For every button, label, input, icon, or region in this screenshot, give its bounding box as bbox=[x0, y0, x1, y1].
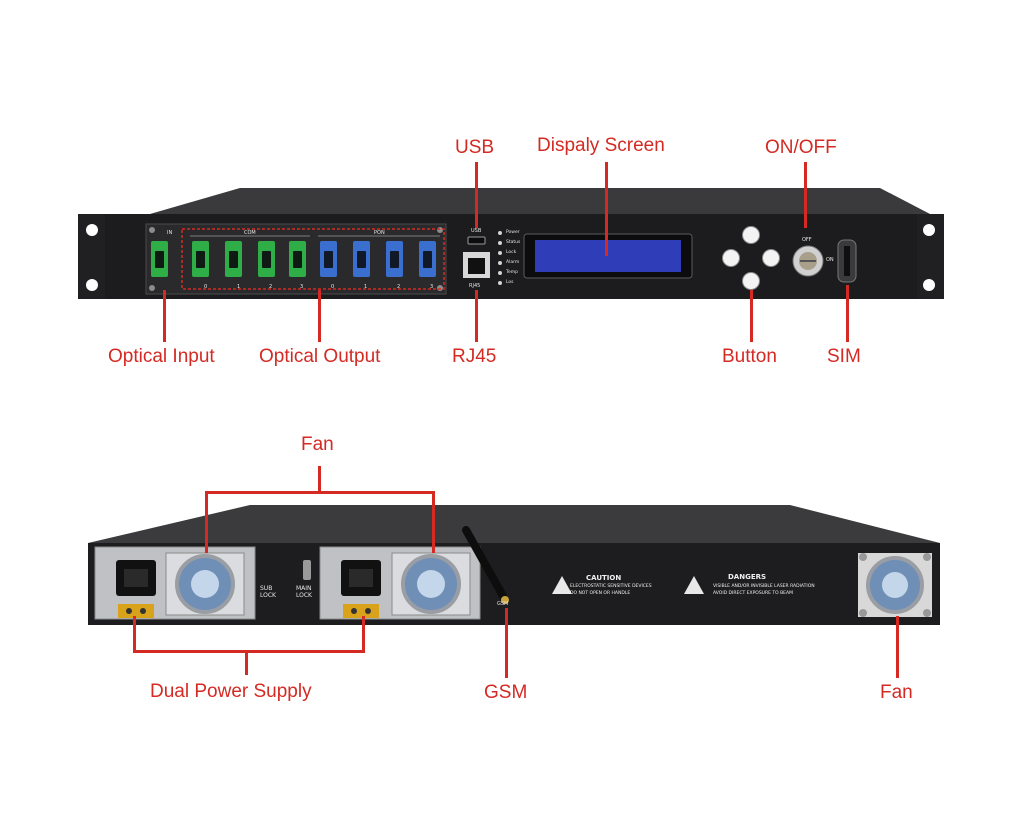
danger-title: DANGERS bbox=[728, 573, 767, 581]
rj45-panel-label: RJ45 bbox=[469, 283, 481, 289]
caution-text-2: DO NOT OPEN OR HANDLE bbox=[570, 591, 631, 596]
sim-callout-line bbox=[846, 285, 849, 342]
off-label: OFF bbox=[802, 237, 812, 243]
led-alarm: Alarm bbox=[498, 260, 519, 265]
psu-bracket-left bbox=[133, 616, 136, 653]
optical-output-callout-line bbox=[318, 290, 321, 342]
usb-callout: USB bbox=[455, 137, 495, 158]
display-screen-callout: Dispaly Screen bbox=[537, 135, 665, 156]
pon-port-label-1: 1 bbox=[364, 284, 368, 290]
right-button[interactable] bbox=[762, 249, 780, 267]
gsm-panel-label: GSM bbox=[497, 601, 509, 607]
com-port-label-2: 2 bbox=[269, 284, 273, 290]
com-port-label-1: 1 bbox=[237, 284, 241, 290]
onoff-callout-line bbox=[804, 162, 807, 228]
pon-label: PON bbox=[374, 230, 385, 236]
led-power: Power bbox=[498, 230, 520, 235]
pon-port-0 bbox=[320, 241, 337, 277]
caution-title: CAUTION bbox=[586, 574, 622, 582]
psu-bracket-right bbox=[362, 616, 365, 653]
fan-bracket-left bbox=[205, 491, 208, 553]
pon-port-label-3: 3 bbox=[430, 284, 434, 290]
com-port-2 bbox=[258, 241, 275, 277]
dual-power-supply-callout: Dual Power Supply bbox=[150, 681, 312, 702]
com-label: COM bbox=[244, 230, 256, 236]
gsm-callout-line bbox=[505, 608, 508, 678]
gsm-callout: GSM bbox=[484, 682, 528, 703]
pon-port-label-0: 0 bbox=[331, 284, 335, 290]
psu-bracket-bar bbox=[133, 650, 365, 653]
led-status: Status bbox=[498, 240, 520, 245]
on-label: ON bbox=[826, 257, 834, 263]
in-label: IN bbox=[167, 230, 173, 236]
led-temp: Temp bbox=[498, 270, 518, 275]
pon-port-1 bbox=[353, 241, 370, 277]
com-port-3 bbox=[289, 241, 306, 277]
button-callout: Button bbox=[722, 346, 777, 367]
usb-callout-line bbox=[475, 162, 478, 228]
button-callout-line bbox=[750, 290, 753, 342]
pon-port-label-2: 2 bbox=[397, 284, 401, 290]
com-port-label-3: 3 bbox=[300, 284, 304, 290]
fan-bracket-right bbox=[432, 491, 435, 553]
danger-text-2: AVOID DIRECT EXPOSURE TO BEAM bbox=[713, 591, 793, 596]
led-lock: Lock bbox=[498, 250, 516, 255]
pon-port-3 bbox=[419, 241, 436, 277]
main-lock-label: MAIN LOCK bbox=[296, 585, 312, 599]
com-port-1 bbox=[225, 241, 242, 277]
display-callout-line bbox=[605, 162, 608, 256]
fan-bracket-bar bbox=[205, 491, 435, 494]
optical-input-callout-line bbox=[163, 290, 166, 342]
down-button[interactable] bbox=[742, 272, 760, 290]
pon-port-2 bbox=[386, 241, 403, 277]
optical-input-callout: Optical Input bbox=[108, 346, 215, 367]
sim-callout: SIM bbox=[827, 346, 861, 367]
caution-text-1: ELECTROSTATIC SENSITIVE DEVICES bbox=[570, 584, 652, 589]
left-button[interactable] bbox=[722, 249, 740, 267]
optical-output-callout: Optical Output bbox=[259, 346, 381, 367]
usb-panel-label: USB bbox=[471, 228, 482, 234]
optical-input-port bbox=[151, 241, 168, 277]
fan-right-callout: Fan bbox=[880, 682, 913, 703]
com-port-0 bbox=[192, 241, 209, 277]
fan-top-callout: Fan bbox=[301, 434, 334, 455]
psu-bracket-stem bbox=[245, 650, 248, 675]
rj45-callout: RJ45 bbox=[452, 346, 497, 367]
fan-bracket-stem bbox=[318, 466, 321, 493]
sub-lock-label: SUB LOCK bbox=[260, 585, 276, 599]
led-los: Los bbox=[498, 280, 514, 285]
rj45-callout-line bbox=[475, 290, 478, 342]
on-off-callout: ON/OFF bbox=[765, 137, 837, 158]
danger-text-1: VISIBLE AND/OR INVISIBLE LASER RADIATION bbox=[713, 584, 815, 589]
com-port-label-0: 0 bbox=[204, 284, 208, 290]
up-button[interactable] bbox=[742, 226, 760, 244]
fan-right-callout-line bbox=[896, 616, 899, 678]
